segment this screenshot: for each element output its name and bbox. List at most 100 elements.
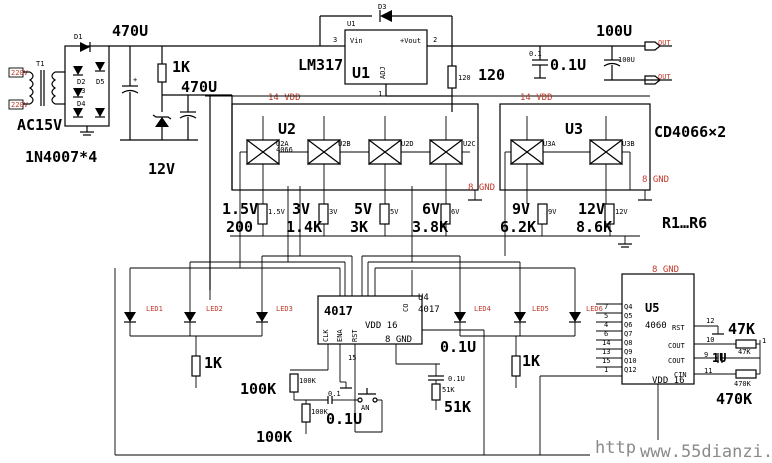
led-5: LED5 [514, 305, 549, 323]
counter-u4: 4017 U4 4017 VDD 16 8 GND CLK ENA RST CO… [317, 270, 485, 455]
cap-u4-label: 0.1U [440, 338, 476, 356]
zener-branch: 1K 12V 470U [120, 46, 233, 290]
res-100k-top-label: 100K [240, 380, 276, 398]
u5-q10: Q10 [624, 357, 637, 365]
reg-pin1: 1 [378, 90, 382, 98]
diode-d4-icon [73, 108, 83, 117]
res-51k-small: 51K [442, 386, 455, 394]
switch-u3: 14 VDD U3 8 GND CD4066×2 [499, 93, 726, 191]
resistor-470k [735, 369, 757, 379]
out-label-bottom: OUT [658, 73, 671, 81]
u5-cout2-label: COUT [668, 357, 686, 365]
res-tag-3: 5V [390, 208, 399, 216]
u5-q6: Q6 [624, 321, 632, 329]
u5-ref-label: U5 [645, 301, 659, 315]
cap-button-label: 0.1U [326, 410, 362, 428]
reg-pin-vout: +Vout [400, 37, 421, 45]
u4-vdd-label: VDD 16 [365, 321, 398, 331]
resistor-120 [447, 65, 457, 89]
u4-co-label: CO [402, 304, 410, 312]
switch-u3b: U3B [589, 116, 635, 178]
res-100k-tag2: 100K [311, 408, 329, 416]
u5-pin-e: 14 [602, 339, 610, 347]
switch-u3a: U3A [510, 116, 556, 178]
sw-u2b-label: U2B [338, 140, 351, 148]
switch-elements: U2A 4066 U2B U2D U2C [240, 116, 635, 178]
out-cap-big-small: 100U [618, 56, 635, 64]
main-capacitor: + [121, 46, 139, 140]
reg-pin-vin: Vin [350, 37, 363, 45]
voltage-label-3: 5V [354, 200, 372, 218]
resistor-label-4: 3.8K [412, 218, 448, 236]
res-47k-label: 47K [728, 320, 755, 338]
resistor-r3 [379, 203, 390, 225]
u5-part-label: 4060 [645, 321, 667, 331]
resistor-r5 [537, 203, 548, 225]
diode-d2-label: D2 [77, 78, 85, 86]
reg-pin-adj: ADJ [379, 66, 387, 79]
u5-pin-d: 6 [604, 330, 608, 338]
out-cap-small-value: 0.1 [529, 50, 542, 58]
u5-gnd-label: 8 GND [652, 265, 679, 275]
switch-u2b: U2B [307, 116, 351, 178]
oscillator-input: 100K 100K 0.1 0.1U AN 100K 100K [240, 369, 383, 446]
u4-clk-label: CLK [322, 329, 330, 342]
button-label: AN [361, 404, 369, 412]
u4-part-label: 4017 [324, 304, 353, 318]
input-label-bottom: 220V [11, 101, 29, 109]
u5-pin10: 10 [706, 336, 714, 344]
sw-u2a-label: U2A [276, 140, 289, 148]
main-cap-label: 470U [112, 22, 148, 40]
regulator-ref: U1 [352, 64, 370, 82]
led-res-left-label: 1K [204, 354, 222, 372]
u3-ref-label: U3 [565, 120, 583, 138]
u5-rst-label: RST [672, 324, 685, 332]
cd4060-chip [621, 273, 695, 385]
resistor-label-2: 1.4K [286, 218, 322, 236]
regulator-part-small: U1 [347, 20, 355, 28]
res-tag-4: 6V [451, 208, 460, 216]
out-label-top: OUT [658, 39, 671, 47]
divider-resistors: 1.5V 3V 5V 6V 9V 12V [230, 178, 652, 248]
u2-ref-label: U2 [278, 120, 296, 138]
resistor-51k [431, 383, 441, 401]
lm317-chip [344, 29, 428, 85]
sw-u2a-part: 4066 [276, 146, 293, 154]
switch-part-label: CD4066×2 [654, 123, 726, 141]
u4-gnd-label: 8 GND [385, 335, 412, 345]
u5-pin-h: 1 [604, 366, 608, 374]
u5-pin-g: 15 [602, 357, 610, 365]
u5-pin-c: 4 [604, 321, 608, 329]
resistor-1k-zener [157, 63, 167, 83]
u5-cin-label: CIN [674, 371, 687, 379]
reg-pin2: 2 [433, 36, 437, 44]
regulator-u1: Vin +Vout ADJ U1 U1 LM317 3 2 1 D3 120 1… [298, 3, 645, 112]
res-tag-1: 1.5V [268, 208, 286, 216]
u5-q5: Q5 [624, 312, 632, 320]
resistor-47k [735, 339, 757, 349]
switch-u2a: U2A 4066 [246, 116, 293, 178]
resistor-r1 [257, 203, 268, 225]
svg-text:1: 1 [762, 337, 766, 345]
led-4-label: LED4 [474, 305, 491, 313]
resistor-label-3: 3K [350, 218, 368, 236]
u5-q4: Q4 [624, 303, 632, 311]
sw-u2c-label: U2C [463, 140, 476, 148]
u4-pin15: 15 [348, 354, 356, 362]
led-1-icon [124, 312, 136, 322]
led-5-label: LED5 [532, 305, 549, 313]
led-res-right-label: 1K [522, 352, 540, 370]
u4-part-small: 4017 [418, 305, 440, 315]
reg-res-label: 120 [478, 66, 505, 84]
u4-rc: 0.1U 0.1U 51K 51K [395, 338, 476, 416]
voltage-label-4: 6V [422, 200, 440, 218]
u5-q9: Q9 [624, 348, 632, 356]
u4-ena-label: ENA [336, 329, 344, 342]
switch-u2: 14 VDD U2 8 GND [205, 93, 650, 193]
svg-text:+: + [133, 76, 137, 84]
u4-ref-label: U4 [418, 293, 429, 303]
u3-vdd-label: 14 VDD [520, 93, 553, 103]
out-cap-big-label: 100U [596, 22, 632, 40]
u5-pin-b: 5 [604, 312, 608, 320]
u5-vdd-label: VDD 16 [652, 376, 685, 386]
